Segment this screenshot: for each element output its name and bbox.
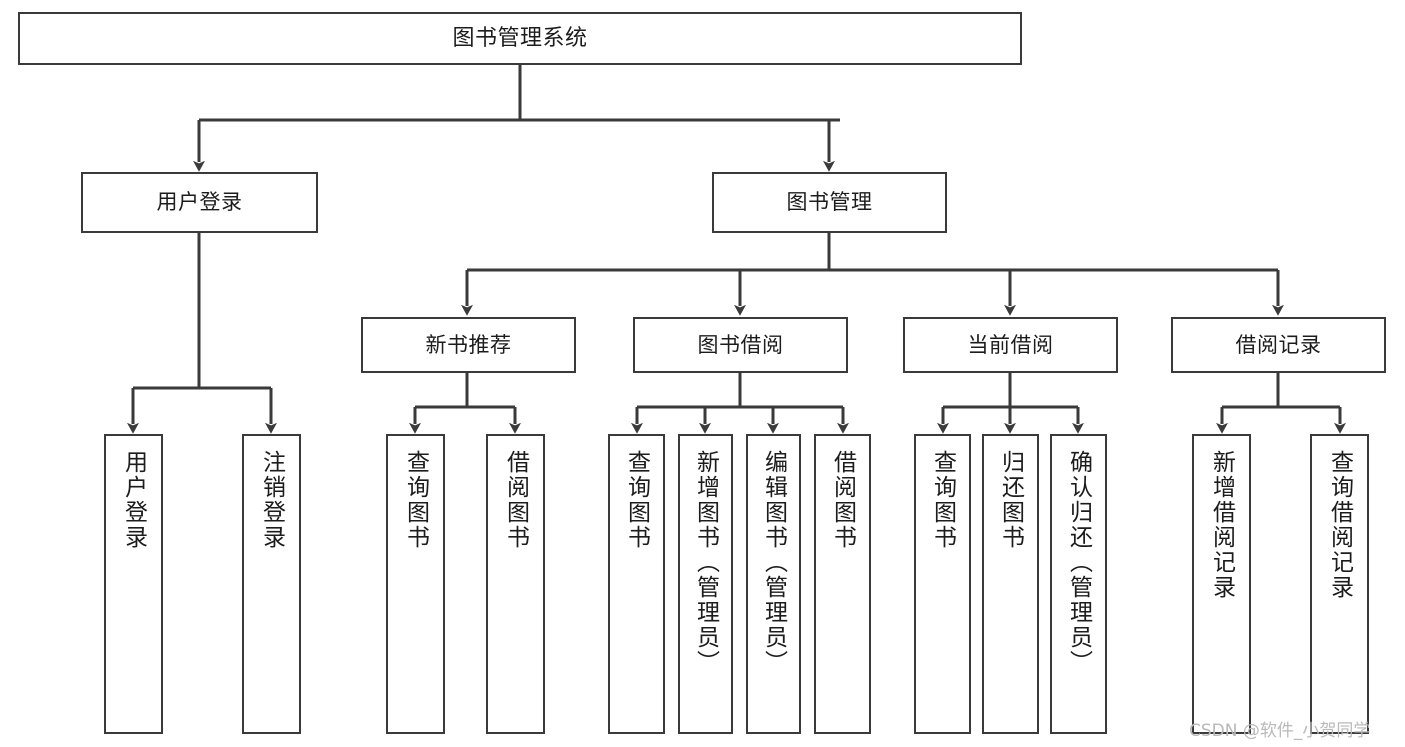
leaf-query-book-borrow[interactable]: 查询图书: [608, 434, 665, 734]
node-label: 新书推荐: [425, 332, 512, 357]
node-root-system[interactable]: 图书管理系统: [18, 12, 1022, 65]
node-label: 借阅图书: [829, 450, 856, 550]
node-label: 查询借阅记录: [1326, 450, 1353, 600]
leaf-query-book-recommend[interactable]: 查询图书: [386, 434, 445, 734]
leaf-return-book[interactable]: 归还图书: [982, 434, 1039, 734]
node-label: 新增借阅记录: [1208, 450, 1235, 600]
node-book-management[interactable]: 图书管理: [712, 172, 947, 233]
node-label: 图书借阅: [697, 332, 784, 357]
node-label: 新增图书（管理员）: [692, 450, 719, 675]
node-label: 归还图书: [997, 450, 1024, 550]
node-borrow-records[interactable]: 借阅记录: [1171, 317, 1386, 373]
node-label: 确认归还（管理员）: [1065, 450, 1092, 675]
leaf-user-login[interactable]: 用户登录: [104, 434, 163, 734]
leaf-query-book-current[interactable]: 查询图书: [914, 434, 971, 734]
node-label: 图书管理: [786, 190, 873, 215]
leaf-edit-book-admin[interactable]: 编辑图书（管理员）: [746, 434, 801, 734]
leaf-borrow-book-recommend[interactable]: 借阅图书: [486, 434, 545, 734]
node-current-borrow[interactable]: 当前借阅: [903, 317, 1118, 373]
node-label: 用户登录: [120, 450, 147, 550]
leaf-logout[interactable]: 注销登录: [242, 434, 301, 734]
node-user-login[interactable]: 用户登录: [81, 172, 318, 233]
node-label: 用户登录: [156, 190, 243, 215]
node-label: 借阅图书: [502, 450, 529, 550]
leaf-query-borrow-record[interactable]: 查询借阅记录: [1310, 434, 1369, 734]
node-label: 借阅记录: [1235, 332, 1322, 357]
leaf-add-borrow-record[interactable]: 新增借阅记录: [1192, 434, 1251, 734]
node-label: 图书管理系统: [452, 25, 588, 51]
leaf-add-book-admin[interactable]: 新增图书（管理员）: [678, 434, 733, 734]
node-label: 查询图书: [929, 450, 956, 550]
node-label: 注销登录: [258, 450, 285, 550]
node-book-borrow[interactable]: 图书借阅: [633, 317, 848, 373]
leaf-confirm-return-admin[interactable]: 确认归还（管理员）: [1050, 434, 1107, 734]
watermark: CSDN @软件_小贺同学: [1189, 721, 1371, 741]
node-label: 查询图书: [402, 450, 429, 550]
node-label: 当前借阅: [967, 332, 1054, 357]
leaf-borrow-book[interactable]: 借阅图书: [814, 434, 871, 734]
node-label: 查询图书: [623, 450, 650, 550]
node-label: 编辑图书（管理员）: [760, 450, 787, 675]
node-new-book-recommend[interactable]: 新书推荐: [361, 317, 576, 373]
